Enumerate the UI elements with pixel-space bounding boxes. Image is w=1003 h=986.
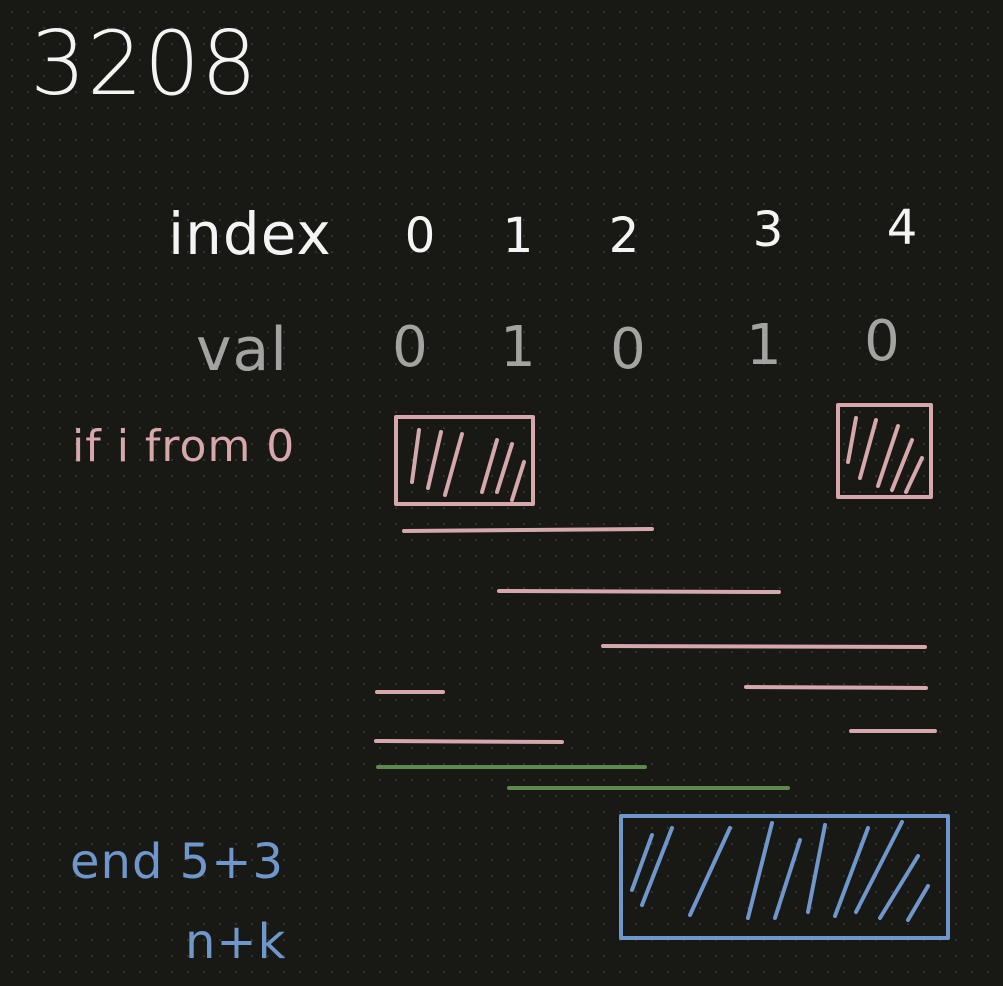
value-cell: 0 (610, 317, 646, 382)
value-cell: 1 (746, 313, 782, 378)
condition-label: if i from 0 (72, 421, 296, 472)
value-cell: 0 (864, 309, 900, 374)
end-note-line2: n+k (185, 914, 287, 970)
index-cell: 1 (502, 208, 534, 264)
window-line-1 (402, 527, 654, 533)
val-row-label: val (196, 315, 288, 385)
page-title: 3208 (30, 12, 258, 115)
pink-window-lines (374, 527, 937, 744)
value-cell: 0 (392, 315, 428, 380)
index-cell: 3 (752, 202, 784, 258)
window-line-3 (601, 644, 927, 649)
index-cell: 4 (886, 200, 918, 256)
index-cell: 2 (608, 208, 640, 264)
index-cell: 0 (404, 208, 436, 264)
end-note-line1: end 5+3 (70, 834, 284, 890)
index-row-label: index (168, 200, 332, 268)
hatched-box-end (836, 403, 933, 499)
green-window-lines (376, 765, 790, 790)
hatched-box-extended (619, 814, 950, 940)
window-line-7 (374, 739, 564, 744)
window-line-2 (497, 589, 781, 594)
value-cell: 1 (500, 315, 536, 380)
window-line-5 (744, 685, 928, 690)
hatched-box-start (394, 415, 535, 506)
